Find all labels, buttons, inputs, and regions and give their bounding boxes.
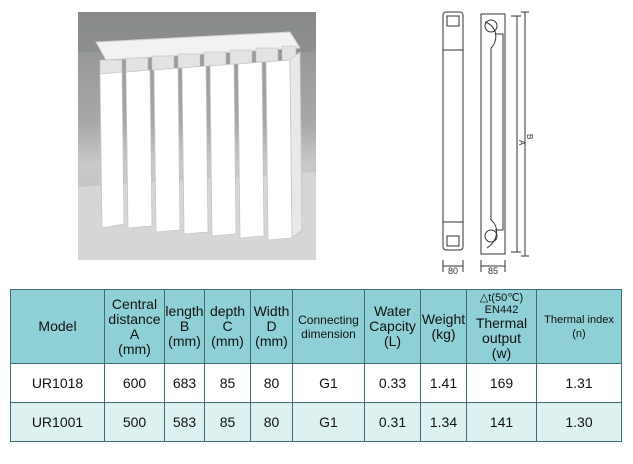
header-depth: depth C (mm) bbox=[204, 289, 251, 364]
header-central-distance: Central distance A (mm) bbox=[104, 289, 165, 364]
table-header-row: Model Central distance A (mm) length B (… bbox=[10, 289, 622, 364]
technical-drawing: 80 85 A B bbox=[425, 10, 535, 276]
cell-model: UR1001 bbox=[10, 402, 105, 442]
header-connecting-dimension: Connecting dimension bbox=[292, 289, 365, 364]
dim-width-label: 80 bbox=[448, 266, 458, 275]
table-row: UR1018 600 683 85 80 G1 0.33 1.41 169 1.… bbox=[10, 363, 622, 403]
cell-weight: 1.34 bbox=[420, 402, 467, 442]
cell-water: 0.33 bbox=[364, 363, 421, 403]
cell-connecting: G1 bbox=[292, 363, 365, 403]
dim-b-label: B bbox=[525, 134, 534, 139]
header-width: Width D (mm) bbox=[250, 289, 293, 364]
cell-width: 80 bbox=[250, 363, 293, 403]
cell-central-distance: 500 bbox=[104, 402, 165, 442]
header-length: length B (mm) bbox=[164, 289, 205, 364]
cell-connecting: G1 bbox=[292, 402, 365, 442]
cell-weight: 1.41 bbox=[420, 363, 467, 403]
header-thermal-output: △t(50℃) EN442 Thermal output (w) bbox=[466, 289, 537, 364]
cell-output: 169 bbox=[466, 363, 537, 403]
cell-central-distance: 600 bbox=[104, 363, 165, 403]
cell-output: 141 bbox=[466, 402, 537, 442]
header-water-capacity: Water Capcity (L) bbox=[364, 289, 421, 364]
header-thermal-index: Thermal index (n) bbox=[536, 289, 622, 364]
cell-thermal-index: 1.31 bbox=[536, 363, 622, 403]
cell-thermal-index: 1.30 bbox=[536, 402, 622, 442]
header-model: Model bbox=[10, 289, 105, 364]
table-row: UR1001 500 583 85 80 G1 0.31 1.34 141 1.… bbox=[10, 402, 622, 442]
radiator-photo bbox=[78, 12, 316, 260]
cell-depth: 85 bbox=[204, 363, 251, 403]
cell-model: UR1018 bbox=[10, 363, 105, 403]
radiator-cross-section-diagram: 80 85 A B bbox=[442, 11, 534, 276]
radiator-illustration bbox=[78, 12, 316, 260]
cell-water: 0.31 bbox=[364, 402, 421, 442]
cell-depth: 85 bbox=[204, 402, 251, 442]
dim-a-label: A bbox=[517, 140, 526, 146]
dim-depth-label: 85 bbox=[488, 266, 498, 275]
cell-length: 583 bbox=[164, 402, 205, 442]
header-weight: Weight (kg) bbox=[420, 289, 467, 364]
specification-table: Model Central distance A (mm) length B (… bbox=[10, 289, 622, 442]
cell-length: 683 bbox=[164, 363, 205, 403]
cell-width: 80 bbox=[250, 402, 293, 442]
